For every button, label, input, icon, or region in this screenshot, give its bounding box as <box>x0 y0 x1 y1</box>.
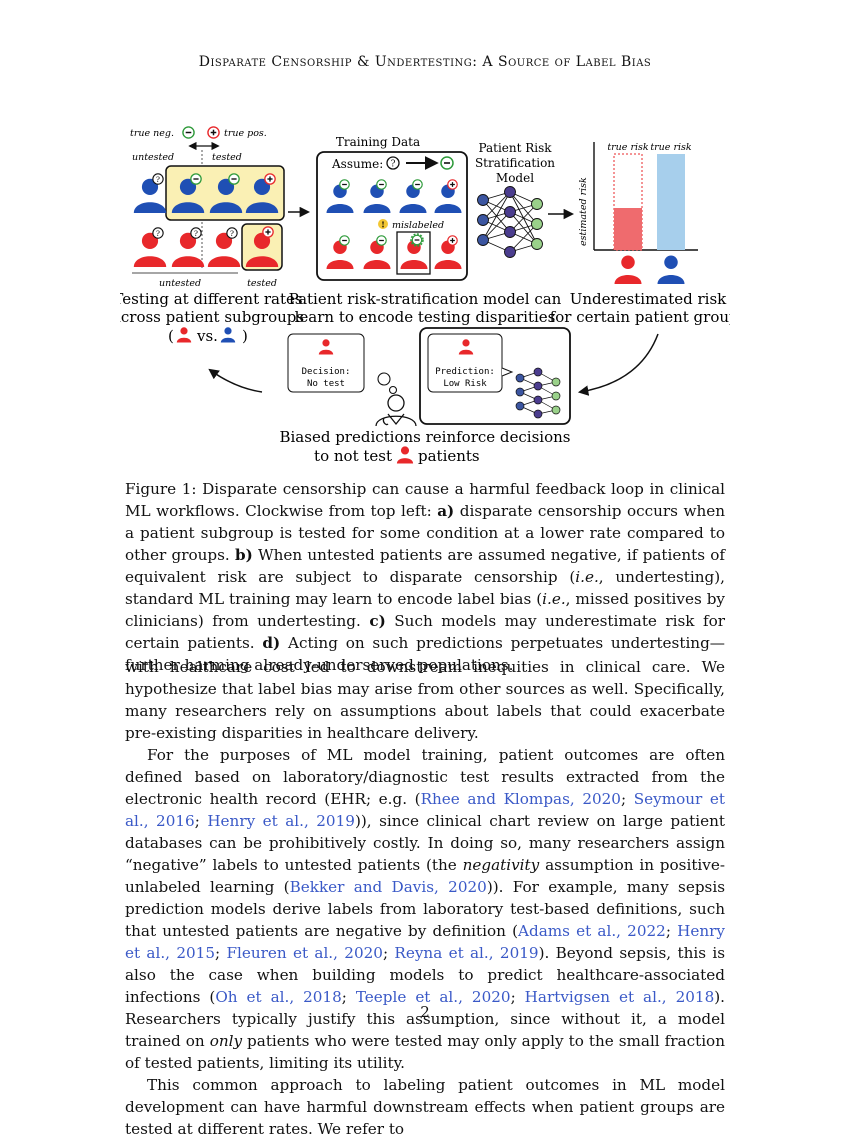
negative-badge-icon <box>411 234 423 246</box>
true-risk-label-2: true risk <box>650 142 692 153</box>
citation-link[interactable]: Hartvigsen et al., 2018 <box>524 988 715 1006</box>
panel-d: Prediction: Low Risk Decision: No test B… <box>279 327 571 465</box>
model-label-line2: Stratification <box>475 156 555 170</box>
legend-true-pos: true pos. <box>224 128 267 139</box>
patient-red-icon <box>207 232 241 267</box>
model-label-line3: Model <box>496 171 534 185</box>
patient-red-icon <box>176 327 192 343</box>
neural-network-icon <box>477 186 543 258</box>
true-risk-label-1: true risk <box>607 142 649 153</box>
positive-badge-icon <box>262 226 274 238</box>
prediction-bubble <box>427 333 503 393</box>
negative-badge-icon <box>339 179 350 190</box>
mislabeled-highlight-box <box>396 231 431 275</box>
bar-estimated-risk-red <box>614 208 642 250</box>
negative-badge-icon <box>190 173 202 185</box>
paragraph: This common approach to labeling patient… <box>125 1076 725 1138</box>
model-label-line1: Patient Risk <box>478 141 552 155</box>
negative-badge-icon <box>228 173 240 185</box>
arrow-d-to-a <box>208 368 263 393</box>
decision-line1: Decision: <box>302 367 351 377</box>
positive-badge-icon <box>264 173 276 185</box>
mislabeled-label: mislabeled <box>392 220 444 231</box>
unknown-badge-icon <box>226 227 238 239</box>
patient-red-icon <box>133 232 167 267</box>
panel-c-caption-line1: Underestimated risk <box>570 290 727 308</box>
positive-badge-icon <box>207 126 220 139</box>
y-axis-label: estimated risk <box>578 177 589 246</box>
svg-text:!: ! <box>381 220 385 230</box>
negative-badge-icon <box>440 156 454 170</box>
paragraph: with healthcare cost led to downstream i… <box>125 658 725 742</box>
panel-a-caption-vs: vs. <box>196 327 218 345</box>
unknown-badge-icon <box>386 156 400 170</box>
citation-link[interactable]: Bekker and Davis, 2020 <box>289 878 487 896</box>
panel-c: estimated risk true risk true risk Under… <box>550 142 730 326</box>
training-data-title: Training Data <box>336 135 420 149</box>
patient-red-icon <box>171 232 205 267</box>
label-tested-bottom: tested <box>247 278 277 289</box>
citation-link[interactable]: Teeple et al., 2020 <box>355 988 511 1006</box>
neural-network-icon <box>515 367 561 419</box>
warning-icon <box>378 219 388 229</box>
unknown-badge-icon <box>152 173 164 185</box>
panel-b-caption-line1: Patient risk-stratification model can <box>289 290 562 308</box>
body-text: with healthcare cost led to downstream i… <box>125 656 725 1140</box>
citation-link[interactable]: Henry et al., 2019 <box>207 812 355 830</box>
arrow-c-to-d <box>577 333 659 396</box>
svg-text:): ) <box>242 327 248 345</box>
citation-link[interactable]: Henry et al., 2015 <box>125 922 725 962</box>
unknown-badge-icon <box>152 227 164 239</box>
prediction-line1: Prediction: <box>435 367 495 377</box>
citation-link[interactable]: Seymour et al., 2016 <box>125 790 725 830</box>
negative-badge-icon <box>339 235 350 246</box>
decision-line2: No test <box>307 379 345 389</box>
page-number: 2 <box>420 1003 430 1021</box>
panel-d-caption-line2a: to not test <box>314 447 392 465</box>
panel-a-caption-line2: across patient subgroups <box>120 308 304 326</box>
panel-d-caption-line1: Biased predictions reinforce decisions <box>279 428 570 446</box>
label-tested-top: tested <box>212 152 242 163</box>
panel-b-caption-line2: learn to encode testing disparities <box>295 308 556 326</box>
label-untested-bottom: untested <box>159 278 201 289</box>
citation-link[interactable]: Reyna et al., 2019 <box>394 944 539 962</box>
panel-a: true neg. true pos. untested tested unte… <box>120 126 304 345</box>
svg-text:(: ( <box>168 327 174 345</box>
figure-label: Figure 1: <box>125 480 197 498</box>
decision-bubble <box>287 333 365 393</box>
negative-badge-icon <box>376 235 387 246</box>
patient-blue-icon <box>133 178 167 213</box>
citation-link[interactable]: Adams et al., 2022 <box>518 922 666 940</box>
prediction-line2: Low Risk <box>443 379 487 389</box>
positive-badge-icon <box>447 235 458 246</box>
panel-b: Training Data Assume: ! mislabeled Patie… <box>289 135 562 326</box>
patient-blue-icon <box>657 255 685 284</box>
thought-bubble-dot <box>377 372 391 386</box>
panel-d-caption-line2b: patients <box>418 447 480 465</box>
negative-badge-icon <box>412 179 423 190</box>
citation-link[interactable]: Rhee and Klompas, 2020 <box>420 790 621 808</box>
negative-badge-icon <box>182 126 195 139</box>
citation-link[interactable]: Oh et al., 2018 <box>215 988 342 1006</box>
thought-bubble-dot <box>388 385 398 395</box>
panel-a-caption-line1: Testing at different rates <box>120 290 303 308</box>
figure-1: ? true neg. true pos. untested tested <box>120 126 730 465</box>
running-header: Disparate Censorship & Undertesting: A S… <box>198 54 652 70</box>
positive-badge-icon <box>447 179 458 190</box>
clinician-icon <box>375 394 417 427</box>
patient-red-icon <box>396 446 414 464</box>
panel-c-caption-line2: for certain patient groups <box>550 308 730 326</box>
patient-blue-icon <box>220 327 236 343</box>
figure-caption: Figure 1: Disparate censorship can cause… <box>125 480 726 674</box>
citation-link[interactable]: Fleuren et al., 2020 <box>226 944 383 962</box>
paragraph: For the purposes of ML model training, p… <box>125 746 726 1072</box>
negative-badge-icon <box>376 179 387 190</box>
legend-true-neg: true neg. <box>130 128 174 139</box>
patient-red-icon <box>614 255 642 284</box>
label-untested-top: untested <box>132 152 174 163</box>
assume-label: Assume: <box>331 157 383 171</box>
bar-estimated-risk-blue <box>657 154 685 250</box>
unknown-badge-icon <box>190 227 202 239</box>
